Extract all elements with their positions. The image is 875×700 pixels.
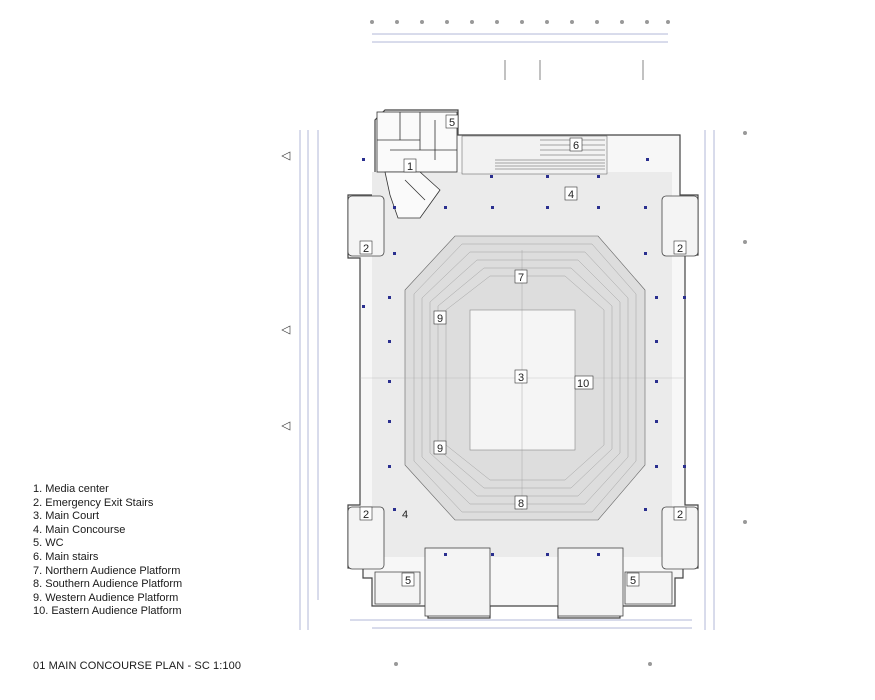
zone-exit-stairs-se: 2 (677, 509, 683, 521)
zone-exit-stairs-sw: 2 (363, 509, 369, 521)
zone-concourse-north: 4 (568, 189, 574, 201)
zone-west-platform-south: 9 (437, 443, 443, 455)
media-center-rooms (376, 111, 458, 219)
zone-exit-stairs-ne: 2 (677, 243, 683, 255)
legend: 1. Media center 2. Emergency Exit Stairs… (33, 483, 182, 619)
zone-wc-se: 5 (630, 575, 636, 587)
legend-item: 4. Main Concourse (33, 523, 126, 536)
zone-media-center: 1 (407, 161, 413, 173)
legend-item: 8. Southern Audience Platform (33, 578, 183, 591)
exit-stair-cores (347, 195, 699, 617)
main-stairs (461, 135, 608, 175)
grid-ticks (370, 20, 747, 666)
drawing-caption: 01 MAIN CONCOURSE PLAN - SC 1:100 (33, 660, 242, 672)
zone-south-platform: 8 (518, 498, 524, 510)
zone-east-platform: 10 (577, 378, 589, 390)
legend-item: 7. Northern Audience Platform (33, 564, 181, 577)
legend-item: 6. Main stairs (33, 550, 99, 563)
columns (362, 158, 686, 556)
zone-exit-stairs-nw: 2 (363, 243, 369, 255)
zone-wc-north: 5 (449, 117, 455, 129)
legend-item: 2. Emergency Exit Stairs (33, 496, 154, 509)
zone-main-court: 3 (518, 372, 524, 384)
section-markers (281, 60, 644, 431)
legend-item: 1. Media center (33, 483, 109, 495)
zone-west-platform-north: 9 (437, 313, 443, 325)
zone-numbers: 1 5 6 4 2 2 7 9 3 10 9 8 2 2 4 5 5 (363, 117, 683, 587)
legend-item: 10. Eastern Audience Platform (33, 605, 182, 618)
zone-north-platform: 7 (518, 272, 524, 284)
zone-concourse-south: 4 (402, 509, 408, 521)
zone-labels (359, 114, 687, 587)
legend-item: 9. Western Audience Platform (33, 591, 179, 604)
zone-wc-sw: 5 (405, 575, 411, 587)
legend-item: 3. Main Court (33, 510, 100, 523)
zone-main-stairs: 6 (573, 140, 579, 152)
legend-item: 5. WC (33, 537, 64, 550)
dimension-lines (299, 33, 715, 630)
seating-rows (413, 243, 637, 513)
